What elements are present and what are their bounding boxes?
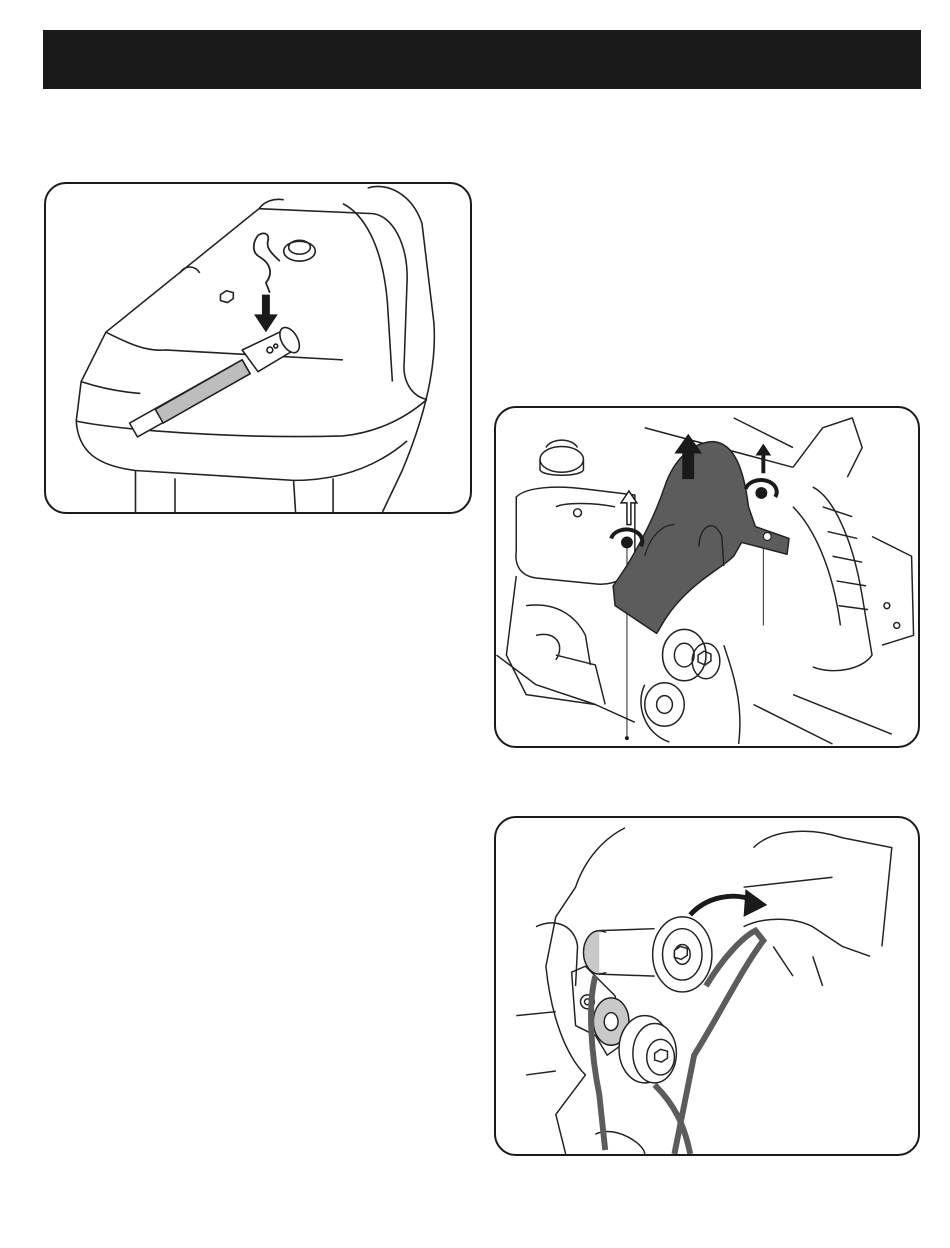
section-header-bar [43, 30, 921, 89]
hairpin-clip-insertion-illustration [46, 184, 470, 512]
belt-pulley-illustration [496, 818, 918, 1154]
figure-hairpin-clip [44, 182, 472, 514]
belt-cover-removal-illustration [496, 408, 918, 746]
figure-belt-cover-removal [494, 406, 920, 748]
figure-belt-pulley [494, 816, 920, 1156]
